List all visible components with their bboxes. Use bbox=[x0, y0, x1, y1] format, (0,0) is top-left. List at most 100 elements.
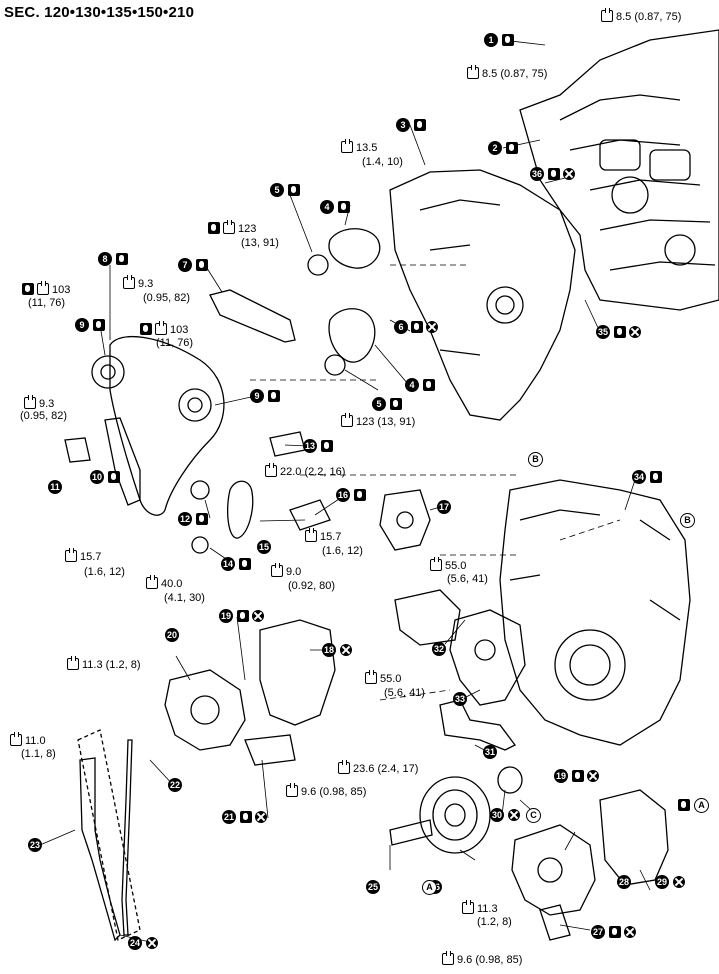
torque-spec: 123 (13, 91) bbox=[341, 413, 415, 429]
oil-icon bbox=[614, 326, 626, 338]
callout-31: 31 bbox=[483, 745, 497, 759]
callout-19: 19 bbox=[219, 609, 233, 623]
wrench-icon bbox=[65, 548, 77, 562]
wrench-icon bbox=[271, 563, 283, 577]
oil-icon bbox=[93, 319, 105, 331]
wrench-icon bbox=[265, 463, 277, 477]
chain-guide bbox=[209, 289, 296, 343]
callout-17: 17 bbox=[437, 500, 451, 514]
torque-spec-sub: (0.95, 82) bbox=[20, 410, 68, 422]
torque-spec: 8.5 (0.87, 75) bbox=[467, 65, 547, 81]
torque-spec: 22.0 (2.2, 16) bbox=[265, 463, 345, 479]
primary-timing-chain bbox=[109, 335, 225, 516]
callout-20: 20 bbox=[165, 628, 179, 642]
front-cover-upper bbox=[389, 169, 576, 421]
callout-16: 16 bbox=[336, 488, 350, 502]
callout-21: 21 bbox=[222, 810, 236, 824]
torque-spec: 9.6 (0.98, 85) bbox=[442, 951, 522, 967]
do-not-reuse-icon bbox=[508, 809, 520, 821]
oil-icon bbox=[572, 770, 584, 782]
oil-icon bbox=[240, 811, 252, 823]
wrench-icon bbox=[430, 557, 442, 571]
lower-gasket bbox=[599, 789, 669, 886]
torque-spec: 15.7 bbox=[65, 548, 101, 564]
callout-33: 33 bbox=[453, 692, 467, 706]
do-not-reuse-icon bbox=[563, 168, 575, 180]
callout-23: 23 bbox=[28, 838, 42, 852]
torque-spec: 13.5 bbox=[341, 139, 377, 155]
torque-spec: 123 bbox=[208, 220, 256, 236]
torque-spec: 8.5 (0.87, 75) bbox=[601, 8, 681, 24]
wrench-icon bbox=[10, 732, 22, 746]
do-not-reuse-icon bbox=[426, 321, 438, 333]
callout-5: 5 bbox=[270, 183, 284, 197]
callout-7: 7 bbox=[178, 258, 192, 272]
callout-27: 27 bbox=[591, 925, 605, 939]
torque-spec-sub: (11, 76) bbox=[156, 337, 194, 349]
oil-icon bbox=[506, 142, 518, 154]
torque-spec: 15.7 bbox=[305, 528, 341, 544]
water-pump-gasket bbox=[259, 619, 336, 726]
do-not-reuse-icon bbox=[673, 876, 685, 888]
torque-spec-sub: (1.4, 10) bbox=[362, 156, 403, 168]
bracket bbox=[394, 589, 461, 646]
callout-13: 13 bbox=[303, 439, 317, 453]
oil-icon bbox=[237, 610, 249, 622]
oil-icon bbox=[423, 379, 435, 391]
wrench-icon bbox=[286, 783, 298, 797]
wrench-icon bbox=[467, 65, 479, 79]
oil-icon bbox=[268, 390, 280, 402]
torque-spec-sub: (4.1, 30) bbox=[164, 592, 205, 604]
torque-spec-sub: (1.6, 12) bbox=[84, 566, 125, 578]
idler-bracket bbox=[449, 609, 526, 706]
water-outlet bbox=[379, 489, 431, 551]
do-not-reuse-icon bbox=[624, 926, 636, 938]
marker-b: B bbox=[528, 452, 543, 467]
oil-icon bbox=[321, 440, 333, 452]
marker-b: B bbox=[680, 513, 695, 528]
callout-8: 8 bbox=[98, 252, 112, 266]
callout-10: 10 bbox=[90, 470, 104, 484]
callout-22: 22 bbox=[168, 778, 182, 792]
wrench-icon bbox=[601, 8, 613, 22]
oil-icon bbox=[196, 259, 208, 271]
oil-icon bbox=[354, 489, 366, 501]
oil-icon bbox=[108, 471, 120, 483]
callout-2: 2 bbox=[488, 141, 502, 155]
wrench-icon bbox=[223, 220, 235, 234]
water-pump bbox=[164, 669, 246, 751]
do-not-reuse-icon bbox=[255, 811, 267, 823]
torque-spec: 40.0 bbox=[146, 575, 182, 591]
torque-spec-sub: (5.6, 41) bbox=[447, 573, 488, 585]
cylinder-head bbox=[519, 29, 719, 311]
oil-icon bbox=[609, 926, 621, 938]
wrench-icon bbox=[338, 760, 350, 774]
do-not-reuse-icon bbox=[252, 610, 264, 622]
callout-3: 3 bbox=[396, 118, 410, 132]
callout-34: 34 bbox=[632, 470, 646, 484]
oil-icon bbox=[390, 398, 402, 410]
wrench-icon bbox=[462, 900, 474, 914]
callout-19: 19 bbox=[554, 769, 568, 783]
oil-icon bbox=[140, 323, 152, 335]
torque-spec-sub: (0.95, 82) bbox=[143, 292, 191, 304]
liquid-gasket-icon bbox=[414, 119, 426, 131]
callout-36: 36 bbox=[530, 167, 544, 181]
oil-icon bbox=[116, 253, 128, 265]
callout-35: 35 bbox=[596, 325, 610, 339]
do-not-reuse-icon bbox=[340, 644, 352, 656]
wrench-icon bbox=[123, 275, 135, 289]
oil-icon bbox=[678, 799, 690, 811]
callout-24: 24 bbox=[128, 936, 142, 950]
torque-spec: 23.6 (2.4, 17) bbox=[338, 760, 418, 776]
torque-spec: 11.3 (1.2, 8) bbox=[67, 656, 141, 672]
torque-spec: 9.6 (0.98, 85) bbox=[286, 783, 366, 799]
callout-14: 14 bbox=[221, 557, 235, 571]
oil-icon bbox=[548, 168, 560, 180]
callout-25: 25 bbox=[366, 880, 380, 894]
torque-spec-sub: (1.2, 8) bbox=[477, 916, 512, 928]
oil-icon bbox=[502, 34, 514, 46]
callout-30: 30 bbox=[490, 808, 504, 822]
